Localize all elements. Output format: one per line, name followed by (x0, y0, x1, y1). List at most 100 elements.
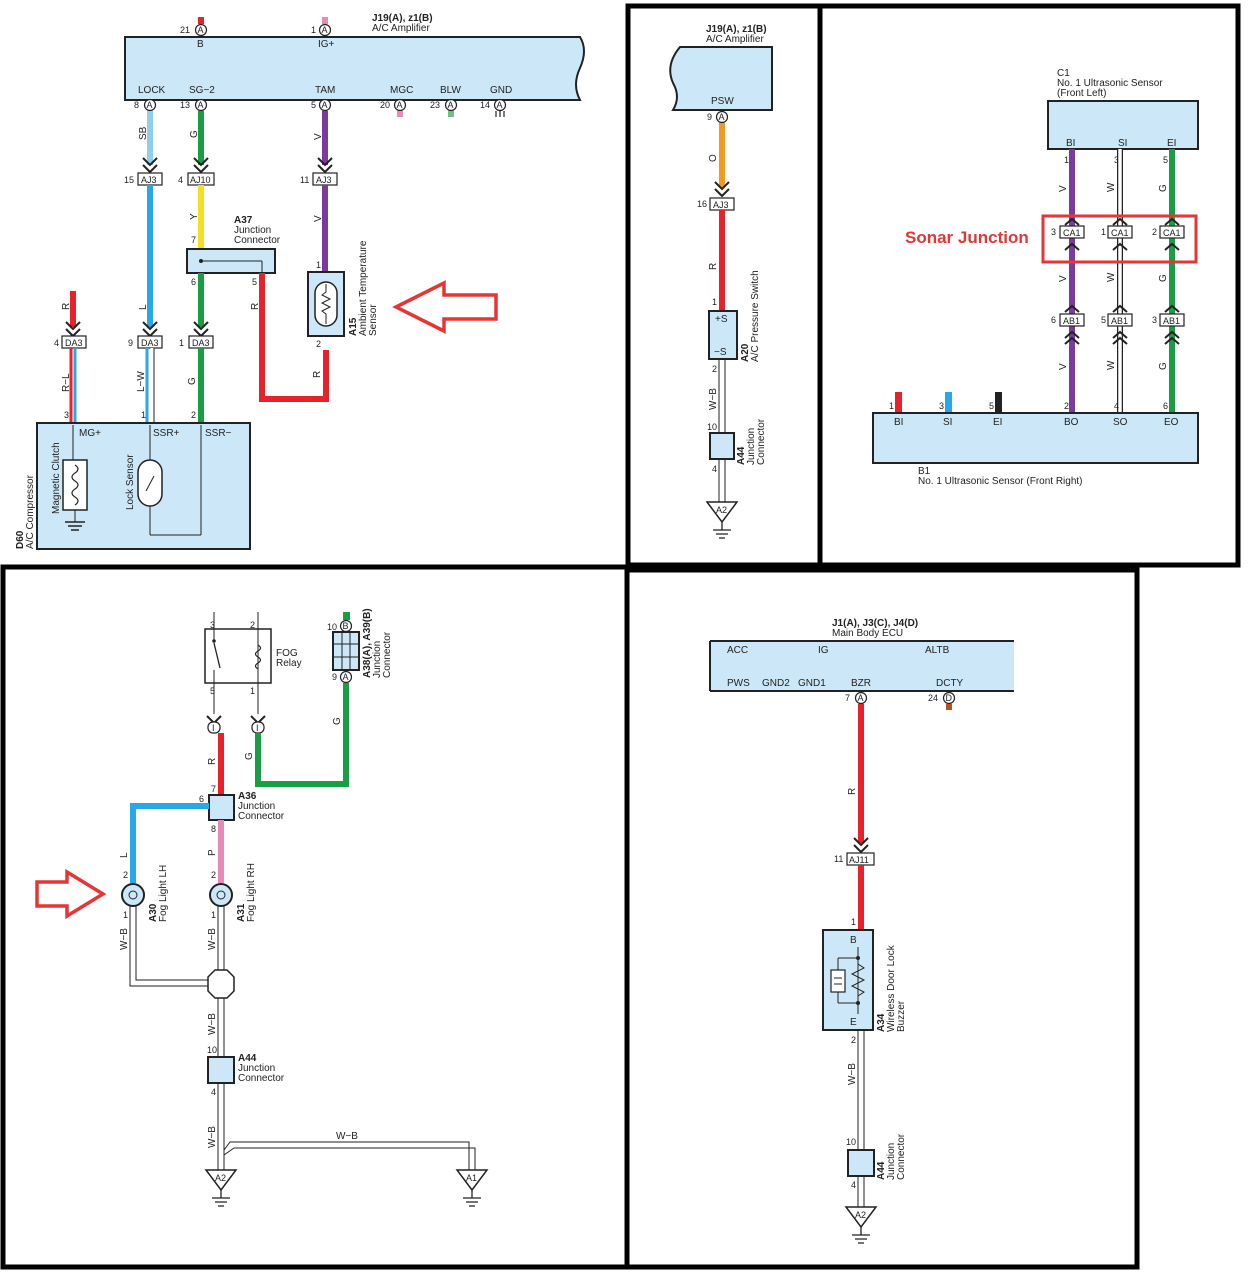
ground-symbol-psw (705, 501, 739, 524)
svg-text:Ambient Temperature: Ambient Temperature (358, 240, 369, 336)
highlight-arrow-fog-light (35, 868, 107, 920)
svg-text:EI: EI (1167, 138, 1176, 149)
svg-text:3: 3 (1152, 315, 1157, 325)
svg-text:20: 20 (380, 100, 390, 110)
psw-amplifier-box (669, 46, 773, 111)
svg-text:O: O (708, 154, 719, 162)
svg-text:DA3: DA3 (192, 338, 210, 348)
svg-text:DCTY: DCTY (936, 678, 964, 689)
svg-text:R: R (708, 263, 719, 270)
svg-text:10: 10 (327, 622, 337, 632)
svg-text:3: 3 (1114, 155, 1119, 165)
svg-text:BI: BI (1066, 138, 1075, 149)
svg-text:W: W (1106, 182, 1117, 192)
svg-text:ACC: ACC (727, 645, 748, 656)
svg-text:A2: A2 (855, 1210, 866, 1220)
svg-text:W: W (1106, 272, 1117, 282)
svg-text:Connector: Connector (234, 235, 281, 246)
svg-text:23: 23 (430, 100, 440, 110)
svg-text:16: 16 (697, 199, 707, 209)
svg-text:2: 2 (250, 620, 255, 630)
svg-text:1: 1 (851, 917, 856, 927)
svg-text:L: L (119, 852, 130, 858)
svg-text:3: 3 (1051, 227, 1056, 237)
svg-text:Connector: Connector (238, 811, 285, 822)
wire-l-label: L (138, 304, 149, 310)
svg-text:A: A (147, 100, 153, 110)
wire-lw-label: L−W (136, 371, 147, 392)
svg-text:A37: A37 (234, 215, 253, 226)
svg-text:Junction: Junction (886, 1143, 897, 1180)
a31-fog-light-rh (209, 883, 233, 907)
svg-text:A2: A2 (215, 1173, 226, 1183)
a20-pressure-switch (708, 310, 738, 360)
svg-text:3: 3 (64, 410, 69, 420)
svg-text:ALTB: ALTB (925, 645, 950, 656)
svg-text:G: G (332, 717, 343, 725)
svg-text:10: 10 (707, 422, 717, 432)
svg-text:Junction: Junction (746, 428, 757, 465)
ground-symbol-a2 (204, 1169, 238, 1192)
svg-text:11: 11 (300, 175, 309, 185)
a44-junction-connector-psw (709, 432, 735, 460)
svg-text:PSW: PSW (711, 96, 734, 107)
svg-text:AJ3: AJ3 (316, 175, 332, 185)
svg-text:G: G (1158, 362, 1169, 370)
svg-text:V: V (1058, 363, 1069, 370)
svg-text:1: 1 (250, 686, 255, 696)
svg-text:GND1: GND1 (798, 678, 826, 689)
svg-text:5: 5 (1101, 315, 1106, 325)
svg-text:3: 3 (210, 620, 215, 630)
svg-text:AJ3: AJ3 (141, 175, 157, 185)
svg-text:W−B: W−B (119, 928, 130, 950)
svg-text:11: 11 (834, 854, 843, 864)
svg-text:BI: BI (894, 417, 903, 428)
svg-text:J1(A), J3(C), J4(D): J1(A), J3(C), J4(D) (832, 618, 918, 629)
svg-text:9: 9 (332, 672, 337, 682)
svg-text:A: A (448, 100, 454, 110)
svg-text:C1: C1 (1057, 68, 1070, 79)
svg-text:BO: BO (1064, 417, 1079, 428)
svg-text:9: 9 (707, 112, 712, 122)
svg-text:A44: A44 (736, 446, 747, 465)
panel-pressure-switch: J19(A), z1(B) A/C Amplifier PSW 9 A O 16… (669, 24, 773, 539)
svg-text:−S: −S (714, 347, 727, 358)
pin-ig-label: IG+ (318, 39, 335, 50)
svg-text:Relay: Relay (276, 658, 302, 669)
pin-blw-label: BLW (440, 85, 461, 96)
ac-amplifier-box (124, 36, 585, 101)
svg-text:Connector: Connector (382, 631, 393, 678)
ground-splice (207, 969, 235, 999)
svg-text:No. 1 Ultrasonic Sensor: No. 1 Ultrasonic Sensor (1057, 78, 1163, 89)
a38-a39-junction-connector (332, 631, 360, 671)
svg-text:13: 13 (180, 100, 190, 110)
svg-text:A/C Pressure Switch: A/C Pressure Switch (750, 270, 761, 362)
svg-text:W−B: W−B (336, 1131, 358, 1142)
main-body-ecu (710, 641, 1014, 691)
svg-text:(Front Left): (Front Left) (1057, 88, 1106, 99)
svg-text:A: A (397, 100, 403, 110)
svg-text:A/C Compressor: A/C Compressor (25, 474, 36, 549)
pin-b-label: B (197, 39, 204, 50)
svg-text:21: 21 (180, 25, 190, 35)
svg-text:A38(A), A39(B): A38(A), A39(B) (362, 608, 373, 678)
svg-text:A: A (719, 112, 725, 122)
svg-text:1: 1 (1101, 227, 1106, 237)
svg-text:A31: A31 (236, 903, 247, 922)
svg-text:G: G (244, 752, 255, 760)
svg-text:A: A (322, 25, 328, 35)
svg-text:CA1: CA1 (1163, 228, 1181, 238)
svg-text:B: B (343, 621, 349, 631)
svg-text:4: 4 (1114, 401, 1119, 411)
svg-text:A1: A1 (466, 1173, 477, 1183)
svg-text:BZR: BZR (851, 678, 871, 689)
svg-text:8: 8 (211, 824, 216, 834)
panel-ac-amplifier: J19(A), z1(B) A/C Amplifier 21 A B 1 A I… (15, 13, 585, 550)
svg-text:1: 1 (311, 25, 316, 35)
svg-text:6: 6 (1051, 315, 1056, 325)
svg-text:EO: EO (1164, 417, 1179, 428)
svg-text:A30: A30 (148, 903, 159, 922)
svg-text:R: R (847, 788, 858, 795)
svg-text:15: 15 (124, 175, 134, 185)
svg-text:A: A (322, 100, 328, 110)
